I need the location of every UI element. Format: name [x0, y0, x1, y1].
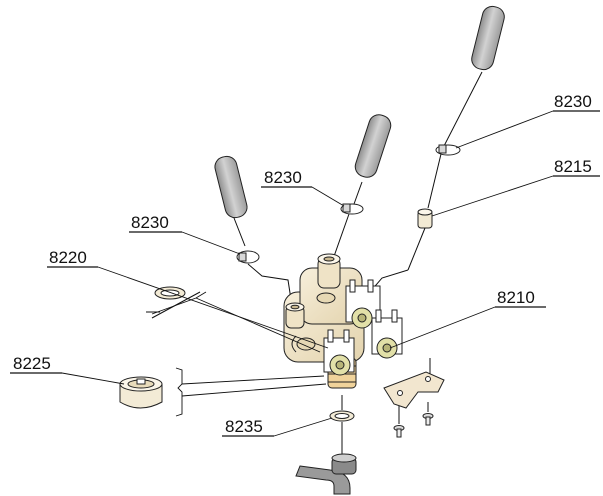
label-8230-mid: 8230 — [264, 168, 302, 187]
mounting-screw-right — [422, 413, 434, 426]
hose-clamp-right — [435, 144, 461, 156]
callout-8225: 8225 — [10, 354, 125, 385]
callout-8230-left: 8230 — [129, 213, 241, 255]
callout-8230-mid: 8230 — [261, 168, 345, 207]
hose-left — [214, 155, 248, 219]
label-8215: 8215 — [554, 157, 592, 176]
label-8220: 8220 — [49, 248, 87, 267]
mounting-screw-left — [393, 425, 405, 438]
label-8210: 8210 — [497, 288, 535, 307]
callout-8220: 8220 — [47, 248, 329, 349]
inlet-fitting — [119, 376, 163, 409]
mounting-bracket — [383, 371, 445, 409]
hose-clamp-middle — [340, 203, 364, 215]
solenoid-coil-lower — [323, 329, 355, 376]
elbow-outlet-hose — [295, 453, 357, 495]
hose-clamp-left — [236, 250, 260, 264]
outlet-gasket — [329, 410, 355, 422]
solenoid-coil-right — [371, 309, 403, 359]
label-8235: 8235 — [225, 417, 263, 436]
hose-right — [471, 5, 505, 71]
flow-washer — [417, 208, 433, 229]
solenoid-coil-upper — [345, 279, 381, 329]
callout-8235: 8235 — [222, 417, 333, 437]
assembly-axes — [146, 71, 483, 458]
label-8225: 8225 — [13, 354, 51, 373]
callout-8215: 8215 — [431, 157, 600, 217]
hose-middle — [354, 114, 392, 178]
group-leader-lines — [181, 297, 327, 397]
callout-8230-right: 8230 — [455, 92, 600, 149]
label-8230-left: 8230 — [131, 213, 169, 232]
water-valve-body — [283, 253, 365, 389]
label-8230-right: 8230 — [554, 92, 592, 111]
callout-8210: 8210 — [389, 288, 546, 349]
